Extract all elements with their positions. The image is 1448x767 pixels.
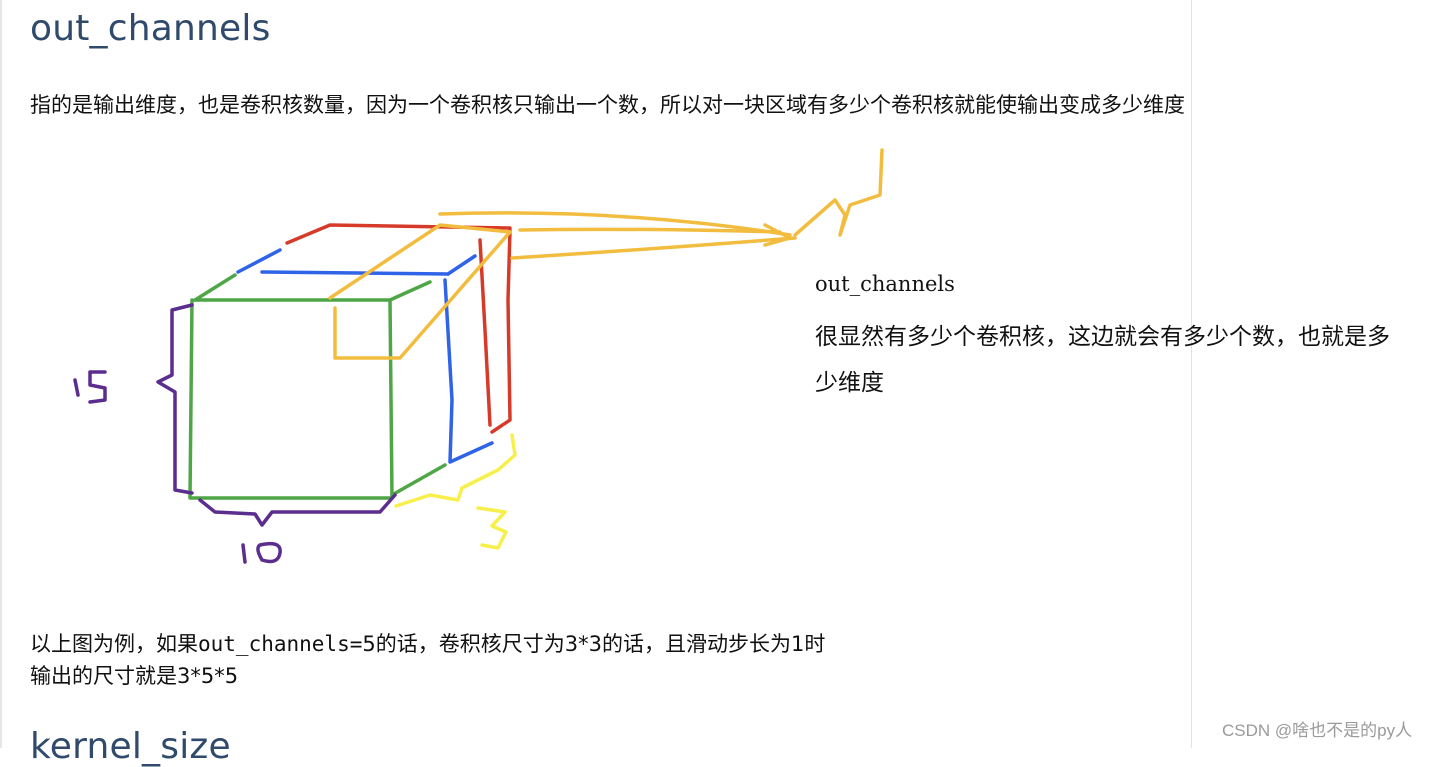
cube-sketch: 15 10 3 xyxy=(73,148,884,564)
blue-channel-outline xyxy=(236,248,494,464)
left-border xyxy=(0,0,2,748)
content-divider xyxy=(1191,0,1192,748)
example-text-part2: 5的话，卷积核尺寸为3*3的话，且滑动步长为1时 xyxy=(362,632,826,656)
example-code: out_channels= xyxy=(198,632,363,656)
section-heading-out-channels: out_channels xyxy=(30,8,271,49)
watermark: CSDN @啥也不是的py人 xyxy=(1222,721,1413,740)
section-heading-kernel-size: kernel_size xyxy=(30,726,231,767)
depth-label: 3 xyxy=(478,547,479,549)
example-text-part1: 以上图为例，如果 xyxy=(30,632,198,656)
orange-kernel-arrow xyxy=(328,148,884,360)
annotation-title: out_channels xyxy=(815,272,955,296)
height-label: 15 xyxy=(73,401,75,403)
green-channel-outline xyxy=(188,273,447,500)
yellow-depth-brace xyxy=(394,433,517,550)
example-paragraph: 以上图为例，如果out_channels=5的话，卷积核尺寸为3*3的话，且滑动… xyxy=(30,628,1030,692)
purple-dimension-braces xyxy=(73,303,397,564)
annotation-body: 很显然有多少个卷积核，这边就会有多少个数，也就是多少维度 xyxy=(815,324,1390,396)
out-channels-description: 指的是输出维度，也是卷积核数量，因为一个卷积核只输出一个数，所以对一块区域有多少… xyxy=(30,93,1185,117)
width-label: 10 xyxy=(240,561,242,563)
example-text-line2: 输出的尺寸就是3*5*5 xyxy=(30,664,239,688)
